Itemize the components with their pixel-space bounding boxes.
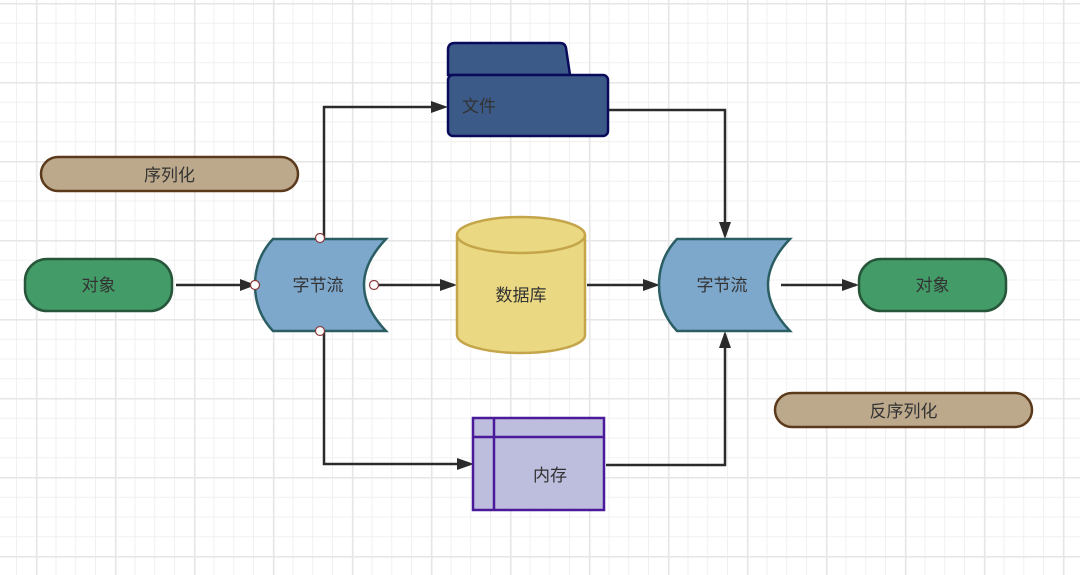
- arrowheads: [240, 101, 859, 470]
- edge-bytestream-to-file[interactable]: [322, 105, 444, 238]
- node-label: 字节流: [697, 276, 748, 296]
- connection-port[interactable]: [314, 232, 326, 244]
- node-database[interactable]: 数据库: [455, 215, 587, 355]
- node-bytestream-right[interactable]: 字节流: [657, 237, 793, 333]
- arrowhead-icon: [240, 279, 256, 291]
- node-label: 内存: [533, 466, 567, 486]
- arrowhead-icon: [842, 279, 859, 291]
- serialize-label-tag[interactable]: 序列化: [39, 155, 300, 193]
- arrowhead-icon: [719, 331, 731, 348]
- tag-label: 序列化: [144, 166, 195, 186]
- node-label: 数据库: [496, 286, 547, 306]
- arrowhead-icon: [440, 279, 457, 291]
- connection-port[interactable]: [249, 279, 261, 291]
- node-memory[interactable]: 内存: [471, 416, 606, 512]
- node-label: 字节流: [293, 276, 344, 296]
- edge-file-to-bytestream[interactable]: [609, 108, 727, 236]
- node-file[interactable]: 文件: [446, 41, 610, 138]
- node-object-right[interactable]: 对象: [857, 257, 1008, 313]
- arrowhead-icon: [431, 101, 448, 113]
- connection-port[interactable]: [314, 325, 326, 337]
- node-bytestream-left[interactable]: 字节流: [249, 232, 389, 337]
- edge-memory-to-bytestream[interactable]: [606, 334, 727, 467]
- connection-port[interactable]: [368, 279, 380, 291]
- node-label: 对象: [916, 276, 950, 296]
- node-object-left[interactable]: 对象: [23, 257, 174, 313]
- arrowhead-icon: [457, 458, 474, 470]
- tag-label: 反序列化: [870, 402, 938, 422]
- edge-bytestream-to-memory[interactable]: [322, 332, 470, 466]
- arrowhead-icon: [643, 279, 660, 291]
- node-label: 文件: [462, 97, 496, 117]
- arrowhead-icon: [719, 222, 731, 239]
- deserialize-label-tag[interactable]: 反序列化: [773, 391, 1034, 429]
- edges: [176, 105, 856, 467]
- node-label: 对象: [82, 276, 116, 296]
